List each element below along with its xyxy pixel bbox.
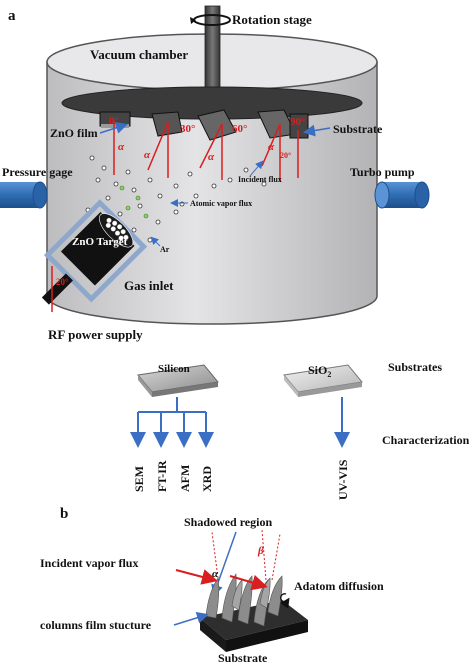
angle-30-label: 30° bbox=[180, 123, 195, 135]
method-afm: AFM bbox=[178, 465, 192, 492]
angle-90-label: 90° bbox=[290, 116, 305, 128]
incident-flux-arrow-b2 bbox=[229, 574, 268, 591]
pressure-gage-label: Pressure gage bbox=[2, 165, 73, 179]
turbo-pump bbox=[374, 181, 430, 209]
zno-film-label: ZnO film bbox=[50, 126, 98, 140]
vacuum-chamber-label: Vacuum chamber bbox=[90, 47, 188, 62]
method-ftir: FT-IR bbox=[155, 460, 169, 492]
substrate-label: Substrate bbox=[333, 122, 383, 136]
substrate-tilt-label: 20° bbox=[280, 151, 291, 160]
panel-b-substrate-label: Substrate bbox=[218, 651, 268, 664]
incident-flux-label: Incident flux bbox=[238, 175, 282, 184]
adatom-diffusion-icon bbox=[280, 593, 290, 609]
substrates-label: Substrates bbox=[388, 360, 442, 374]
zno-target-label: ZnO Target bbox=[72, 236, 128, 248]
ar-arrow bbox=[150, 236, 161, 247]
alpha-label-4: α bbox=[268, 141, 275, 153]
turbo-pump-label: Turbo pump bbox=[350, 165, 415, 179]
substrate-arrow bbox=[303, 124, 331, 137]
adatom-diffusion-label: Adatom diffusion bbox=[294, 579, 384, 593]
zno-target-gun bbox=[41, 199, 148, 305]
sio2-label: SiO2 bbox=[308, 363, 331, 379]
angle-0-label: 0° bbox=[109, 115, 119, 127]
atomic-vapor-flux-label: Atomic vapor flux bbox=[190, 199, 252, 208]
alpha-label-b: α bbox=[212, 568, 219, 580]
method-xrd: XRD bbox=[200, 466, 214, 492]
vapor-particles bbox=[85, 155, 267, 243]
characterization-label: Characterization bbox=[382, 433, 470, 447]
alpha-label-3: α bbox=[208, 151, 215, 163]
rf-power-supply-label: RF power supply bbox=[48, 327, 143, 342]
incident-flux-arrow-b1 bbox=[175, 569, 218, 585]
beta-label-b: β bbox=[257, 545, 264, 557]
panel-a-label: a bbox=[8, 8, 16, 24]
alpha-label-1: α bbox=[118, 141, 125, 153]
columns-arrow bbox=[173, 611, 209, 626]
panel-b-guides bbox=[211, 529, 281, 581]
film-columns bbox=[205, 573, 283, 627]
shadowed-region-label: Shadowed region bbox=[184, 515, 272, 529]
pressure-gage bbox=[0, 181, 48, 209]
method-sem: SEM bbox=[132, 466, 146, 492]
alpha-label-2: α bbox=[144, 149, 151, 161]
panel-b-label: b bbox=[60, 506, 68, 522]
target-angle-label: 20° bbox=[56, 277, 69, 287]
method-uvvis: UV-VIS bbox=[336, 459, 350, 500]
angle-60-label: 60° bbox=[232, 123, 247, 135]
incident-flux-arrow bbox=[249, 160, 264, 177]
gas-inlet-label: Gas inlet bbox=[124, 278, 174, 293]
silicon-label: Silicon bbox=[158, 363, 190, 375]
columns-film-structure-label: columns film stucture bbox=[40, 618, 152, 632]
zno-film-arrow bbox=[99, 122, 128, 134]
sio2-substrate bbox=[283, 364, 363, 397]
incident-vapor-flux-label: Incident vapor flux bbox=[40, 556, 138, 570]
ar-label: Ar bbox=[160, 245, 170, 254]
rotation-stage-label: Rotation stage bbox=[232, 12, 312, 27]
silicon-substrate bbox=[137, 364, 219, 397]
characterization-tree bbox=[130, 397, 350, 448]
